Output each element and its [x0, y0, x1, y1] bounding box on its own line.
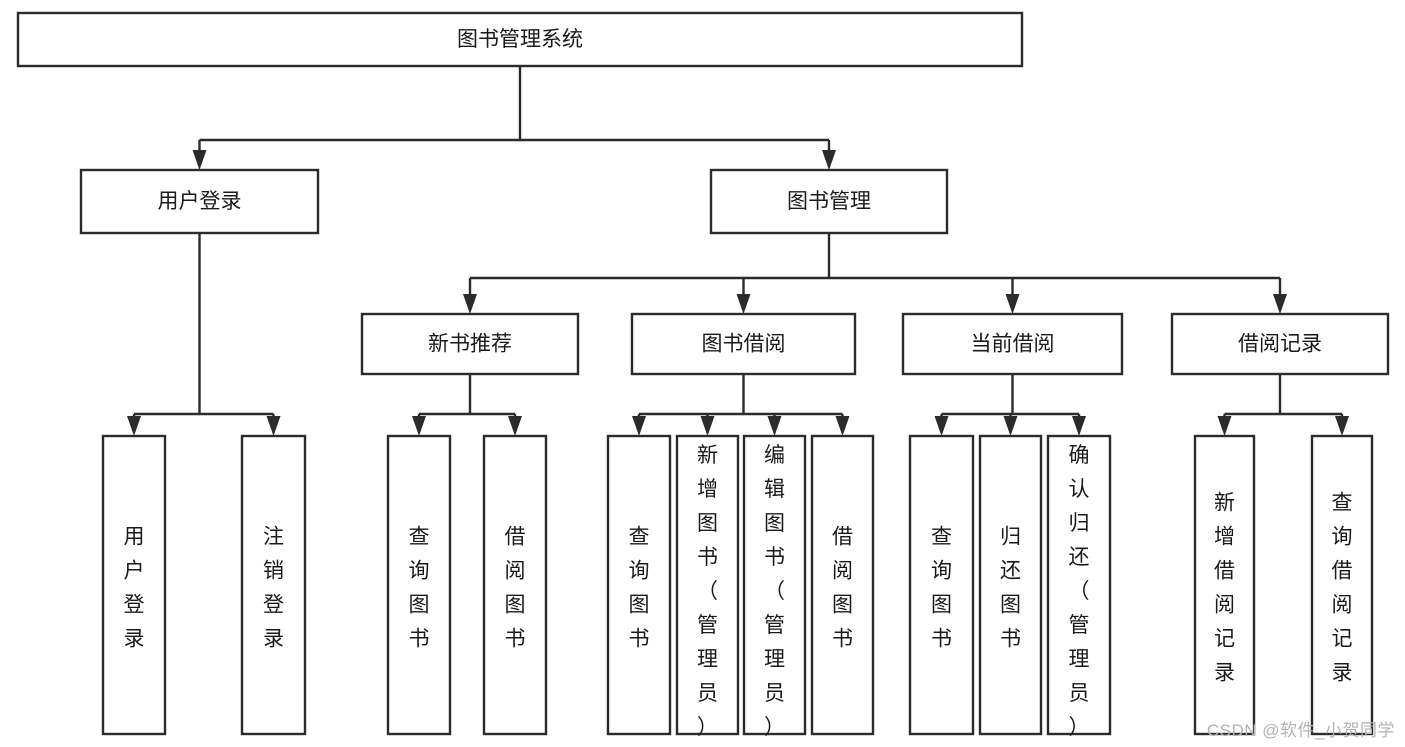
node-box — [630, 312, 857, 376]
flow-node-leaf_2[interactable]: 查询图书 — [386, 434, 452, 736]
node-label: 借阅图书 — [832, 526, 853, 651]
arrow-head-icon — [1003, 416, 1018, 436]
flow-node-leaf_9[interactable]: 归还图书 — [978, 434, 1043, 736]
node-box — [1310, 434, 1374, 736]
node-label: 确认归还（管理员） — [1069, 444, 1090, 739]
node-box — [16, 11, 1024, 68]
node-box — [742, 434, 807, 736]
flow-node-leaf_5[interactable]: 新增图书（管理员） — [675, 434, 740, 739]
node-label: 用户登录 — [158, 190, 242, 213]
node-box — [360, 312, 580, 376]
node-box — [482, 434, 548, 736]
node-label: 借阅记录 — [1238, 333, 1322, 356]
node-label: 新增借阅记录 — [1214, 492, 1235, 685]
node-box — [386, 434, 452, 736]
arrow-head-icon — [127, 416, 141, 436]
node-box — [901, 312, 1124, 376]
node-label: 当前借阅 — [971, 333, 1055, 356]
arrow-head-icon — [1072, 416, 1086, 436]
node-label: 用户登录 — [124, 526, 145, 651]
arrow-head-icon — [1005, 294, 1020, 314]
arrow-head-icon — [632, 416, 646, 436]
node-label: 归还图书 — [1000, 526, 1021, 651]
arrow-head-icon — [266, 416, 281, 436]
node-box — [1193, 434, 1256, 736]
node-box — [908, 434, 975, 736]
flow-node-leaf_8[interactable]: 查询图书 — [908, 434, 975, 736]
flow-node-l2_1[interactable]: 图书管理 — [709, 168, 949, 235]
node-label: 图书借阅 — [702, 333, 786, 356]
flow-node-leaf_0[interactable]: 用户登录 — [101, 434, 167, 736]
node-label: 图书管理系统 — [457, 28, 583, 51]
node-box — [810, 434, 875, 736]
node-layer: 图书管理系统用户登录图书管理新书推荐图书借阅当前借阅借阅记录用户登录注销登录查询… — [16, 11, 1390, 739]
node-label: 新增图书（管理员） — [697, 444, 718, 739]
flow-node-leaf_12[interactable]: 查询借阅记录 — [1310, 434, 1374, 736]
flow-node-root[interactable]: 图书管理系统 — [16, 11, 1024, 68]
node-box — [240, 434, 307, 736]
flow-node-l2_0[interactable]: 用户登录 — [79, 168, 320, 235]
arrow-head-icon — [463, 294, 477, 314]
node-label: 查询图书 — [931, 526, 952, 651]
arrow-head-icon — [1217, 416, 1232, 436]
node-label: 新书推荐 — [428, 333, 512, 356]
flow-node-leaf_3[interactable]: 借阅图书 — [482, 434, 548, 736]
node-box — [1170, 312, 1390, 376]
flow-node-leaf_11[interactable]: 新增借阅记录 — [1193, 434, 1256, 736]
arrow-head-icon — [736, 294, 751, 314]
arrow-head-icon — [934, 416, 949, 436]
flow-node-l3_0[interactable]: 新书推荐 — [360, 312, 580, 376]
flow-node-l3_1[interactable]: 图书借阅 — [630, 312, 857, 376]
flow-node-leaf_1[interactable]: 注销登录 — [240, 434, 307, 736]
arrow-head-icon — [508, 416, 522, 436]
flow-node-leaf_7[interactable]: 借阅图书 — [810, 434, 875, 736]
flow-node-l3_2[interactable]: 当前借阅 — [901, 312, 1124, 376]
flow-node-leaf_10[interactable]: 确认归还（管理员） — [1046, 434, 1112, 739]
node-box — [101, 434, 167, 736]
node-box — [1046, 434, 1112, 736]
arrow-head-icon — [835, 416, 850, 436]
flow-node-l3_3[interactable]: 借阅记录 — [1170, 312, 1390, 376]
arrow-head-icon — [767, 416, 782, 436]
node-label: 查询图书 — [629, 526, 650, 651]
edge-layer — [127, 66, 1349, 436]
arrow-head-icon — [192, 150, 207, 170]
node-box — [978, 434, 1043, 736]
arrow-head-icon — [700, 416, 715, 436]
node-box — [709, 168, 949, 235]
flow-node-leaf_4[interactable]: 查询图书 — [606, 434, 672, 736]
node-label: 查询图书 — [409, 526, 430, 651]
arrow-head-icon — [412, 416, 426, 436]
arrow-head-icon — [1273, 294, 1287, 314]
arrow-head-icon — [822, 150, 836, 170]
node-box — [675, 434, 740, 736]
node-box — [606, 434, 672, 736]
node-label: 借阅图书 — [505, 526, 526, 651]
node-label: 编辑图书（管理员） — [764, 444, 785, 739]
node-label: 注销登录 — [263, 526, 284, 651]
node-label: 图书管理 — [787, 190, 871, 213]
node-box — [79, 168, 320, 235]
arrow-head-icon — [1335, 416, 1349, 436]
flow-node-leaf_6[interactable]: 编辑图书（管理员） — [742, 434, 807, 739]
node-label: 查询借阅记录 — [1332, 492, 1353, 685]
